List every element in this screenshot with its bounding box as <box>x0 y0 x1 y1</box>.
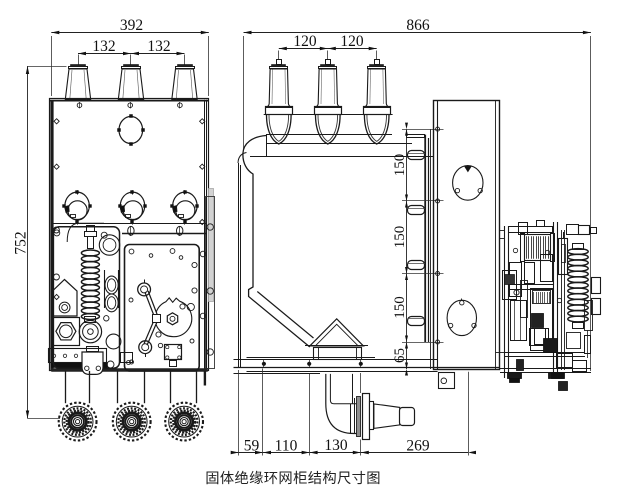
svg-text:150: 150 <box>392 154 408 177</box>
svg-text:866: 866 <box>406 17 430 34</box>
svg-text:59: 59 <box>244 438 260 455</box>
svg-text:65: 65 <box>392 348 408 363</box>
svg-text:269: 269 <box>406 438 430 455</box>
svg-text:392: 392 <box>120 17 143 34</box>
svg-text:120: 120 <box>293 33 317 50</box>
svg-text:150: 150 <box>392 226 408 249</box>
svg-text:110: 110 <box>275 438 298 455</box>
svg-text:132: 132 <box>147 38 170 55</box>
svg-text:固体绝缘环网柜结构尺寸图: 固体绝缘环网柜结构尺寸图 <box>205 470 381 487</box>
svg-text:150: 150 <box>392 296 408 319</box>
svg-text:130: 130 <box>324 437 348 454</box>
svg-text:752: 752 <box>13 231 30 254</box>
svg-text:120: 120 <box>340 33 364 50</box>
svg-text:132: 132 <box>92 38 115 55</box>
